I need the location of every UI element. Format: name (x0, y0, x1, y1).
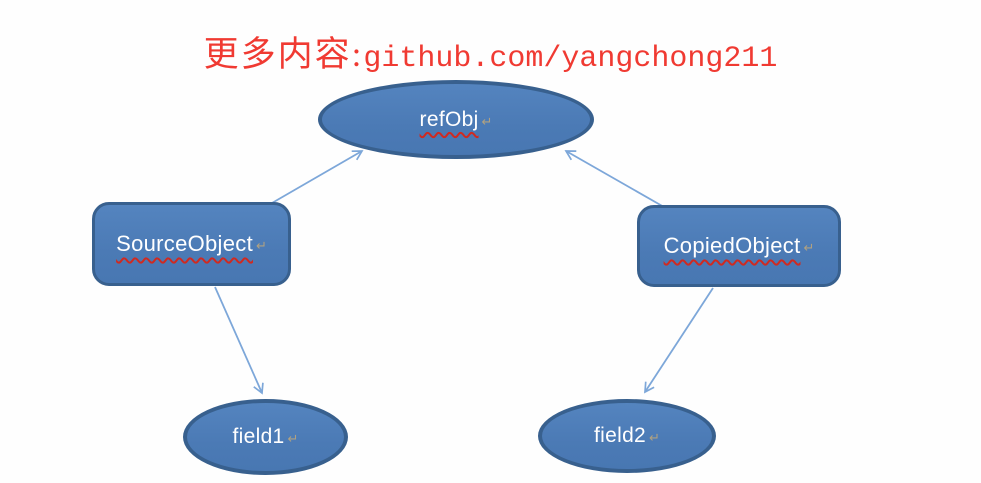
connector-copiedobject-to-field2 (644, 287, 714, 394)
node-field2: field2↵ (538, 399, 716, 473)
header-prefix-text: 更多内容: (203, 35, 364, 74)
node-copiedobject-label: CopiedObject (663, 233, 801, 258)
return-mark-icon: ↵ (255, 238, 267, 253)
return-mark-icon: ↵ (287, 431, 299, 446)
node-field2-label: field2 (594, 424, 647, 447)
connector-sourceobject-to-field1 (214, 286, 264, 395)
header-watermark: 更多内容:github.com/yangchong211 (0, 26, 981, 77)
return-mark-icon: ↵ (481, 113, 493, 129)
node-refobj: refObj↵ (318, 80, 594, 159)
return-mark-icon: ↵ (649, 430, 660, 445)
header-url-text: github.com/yangchong211 (363, 42, 778, 76)
node-field1: field1↵ (183, 399, 348, 475)
connector-copiedobject-to-refobj (564, 150, 665, 208)
node-sourceobject: SourceObject↵ (92, 202, 291, 286)
node-refobj-label: refObj (419, 107, 479, 131)
node-copiedobject: CopiedObject↵ (637, 205, 841, 287)
node-sourceobject-label: SourceObject (116, 231, 253, 256)
connector-sourceobject-to-refobj (271, 150, 364, 204)
node-field1-label: field1 (232, 425, 285, 448)
return-mark-icon: ↵ (803, 240, 815, 255)
